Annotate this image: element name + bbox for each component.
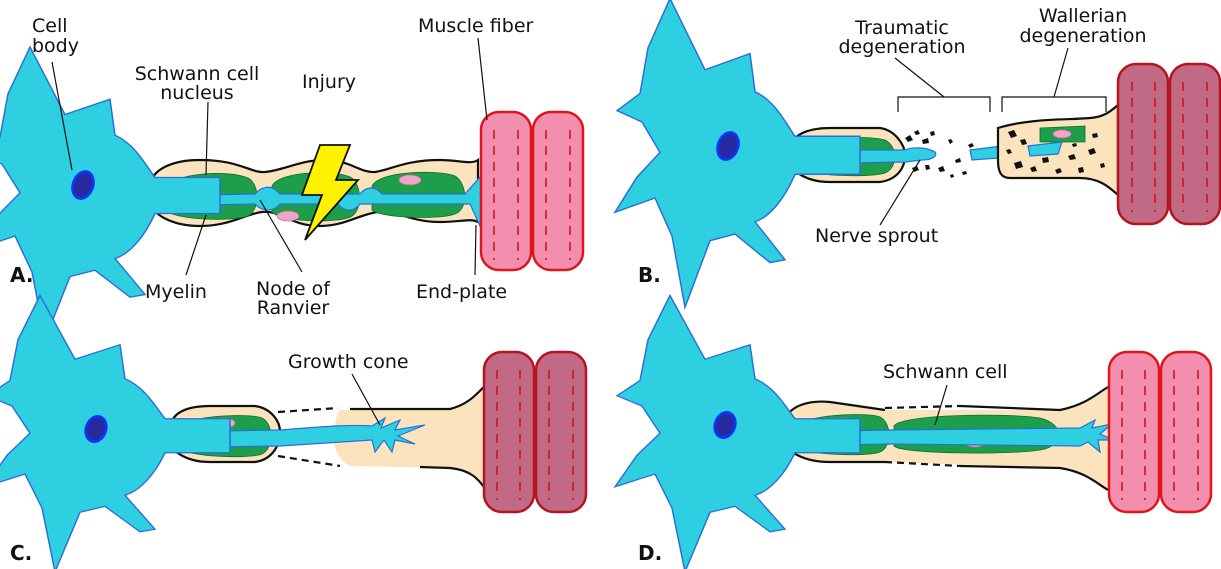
leader-line [895,58,944,97]
muscle-fiber [1118,64,1220,224]
schwann-nucleus-label: nucleus [160,82,233,104]
bracket [1002,97,1106,112]
panel-c: Growth cone C. [0,296,586,569]
muscle-fiber [1109,352,1211,512]
bracket [898,97,990,112]
muscle-fiber-label: Muscle fiber [418,15,534,37]
nerve-sprout-label: Nerve sprout [815,225,938,247]
cell-body-label: Cell [32,15,68,37]
panel-letter: D. [638,541,662,565]
panel-b: Traumatic degeneration Wallerian degener… [615,0,1220,307]
panel-letter: B. [638,263,661,287]
panel-letter: A. [10,263,33,287]
panel-letter: C. [10,541,32,565]
sheath-gap-edge [885,406,960,408]
node-of-ranvier-label: Ranvier [257,297,330,319]
schwann-cell-nucleus [1053,130,1071,138]
sheath-gap-edge [278,456,340,466]
muscle-fiber [484,352,586,512]
leader-line [1054,48,1068,97]
cell-body [615,0,860,307]
injury-label: Injury [302,71,356,93]
leader-line [478,38,487,120]
schwann-cell-label: Schwann cell [883,361,1008,383]
cell-body [615,296,860,569]
schwann-cell-nucleus [399,175,421,185]
wallerian-degeneration-label: Wallerian [1039,5,1127,27]
cell-body [0,296,230,569]
muscle-fiber [481,112,583,270]
traumatic-degeneration-label: degeneration [838,36,965,58]
cell-body-label: body [32,35,79,57]
end-plate-label: End-plate [416,281,507,303]
leader-line [475,225,476,275]
panel-a: Cell body Schwann cell nucleus Injury Mu… [0,15,583,340]
sheath-gap-edge [278,408,338,412]
growth-cone-label: Growth cone [288,351,409,373]
schwann-cell-nucleus [277,211,299,221]
wallerian-degeneration-label: degeneration [1019,25,1146,47]
myelin-label: Myelin [145,281,207,303]
panel-d: Schwann cell D. [615,296,1211,569]
